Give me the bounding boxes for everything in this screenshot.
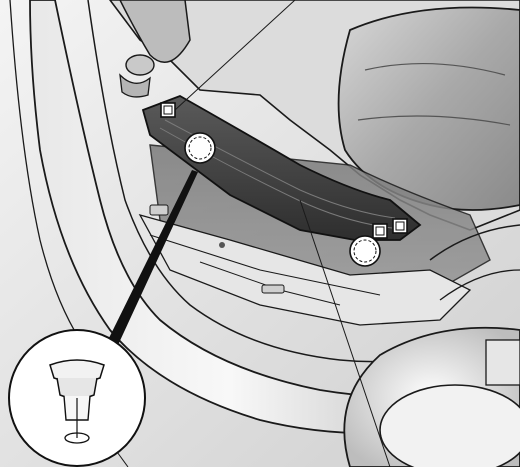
sill-ridge xyxy=(149,234,381,296)
leader-line xyxy=(299,199,391,467)
scuff-plate xyxy=(141,95,422,241)
sill-hole xyxy=(219,242,225,248)
rear-body-edge xyxy=(439,269,520,301)
sill-slot xyxy=(261,284,285,294)
fastener-marker xyxy=(160,102,176,118)
door-frame-edge xyxy=(9,0,81,341)
fastener-marker xyxy=(372,223,388,239)
rear-well-opening xyxy=(379,384,520,467)
seat-seam xyxy=(357,115,511,126)
pillar-bracket xyxy=(485,339,520,386)
clip-detail xyxy=(8,329,146,467)
anchor-bolt xyxy=(125,54,155,76)
sill-slot xyxy=(149,204,169,216)
fastener-marker xyxy=(392,218,408,234)
clip-marker xyxy=(184,132,216,164)
callout-pointer xyxy=(108,170,198,345)
seat-seam xyxy=(364,62,506,76)
door-frame-inner xyxy=(87,0,441,363)
clip-marker xyxy=(349,235,381,267)
leader-line xyxy=(174,0,296,111)
anchor-bracket xyxy=(119,73,151,98)
rear-body-edge xyxy=(429,224,520,261)
belt-anchor xyxy=(119,0,191,64)
